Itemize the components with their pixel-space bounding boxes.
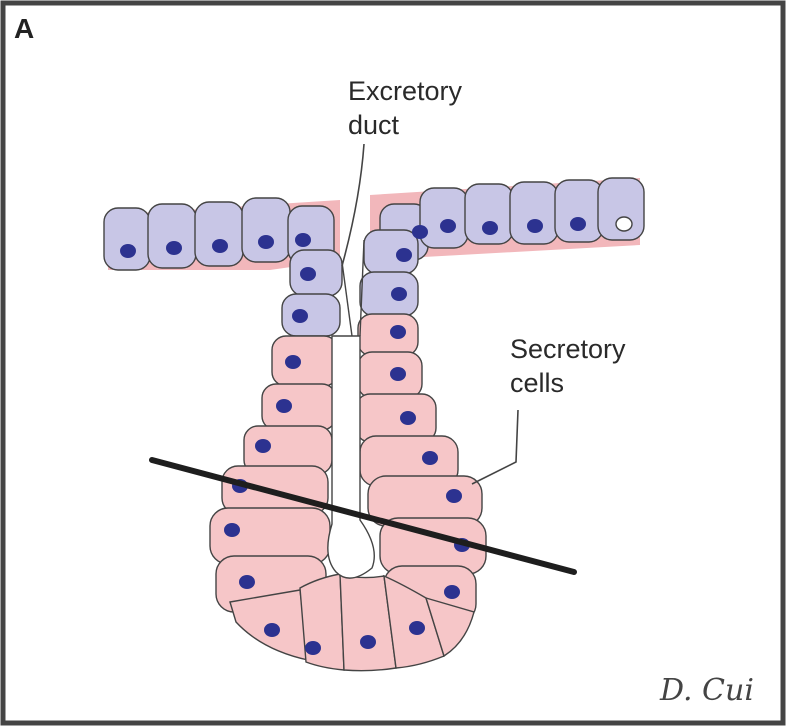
secretory-cells-label-line1: Secretory: [510, 334, 626, 364]
right-duct-epithelium: [359, 177, 645, 317]
gland-lumen: [327, 335, 375, 579]
duct-lumen-right: [359, 239, 365, 337]
nucleus: [527, 219, 543, 233]
secretory-cell: [261, 383, 337, 431]
nucleus: [390, 367, 406, 381]
nucleus: [224, 523, 240, 537]
section-plane-line: [149, 457, 577, 575]
nucleus: [120, 244, 136, 258]
secretory-cell: [357, 351, 423, 399]
duct-cell: [464, 183, 514, 245]
nucleus: [255, 439, 271, 453]
duct-cell: [359, 271, 419, 317]
nucleus: [360, 635, 376, 649]
duct-cell: [147, 203, 197, 269]
secretory-cell: [355, 393, 437, 443]
panel-letter: A: [14, 13, 34, 44]
nucleus: [295, 233, 311, 247]
nucleus: [400, 411, 416, 425]
nucleus: [396, 248, 412, 262]
nucleus: [264, 623, 280, 637]
duct-cell: [241, 197, 291, 263]
duct-cell: [554, 179, 604, 243]
nucleus: [444, 585, 460, 599]
duct-cell: [289, 249, 343, 297]
secretory-cell: [424, 596, 475, 658]
duct-cell: [281, 293, 341, 337]
nuclei: [120, 216, 633, 655]
duct-lumen-left: [341, 261, 353, 337]
nucleus: [300, 267, 316, 281]
nucleus: [390, 325, 406, 339]
nucleus: [212, 239, 228, 253]
artist-signature: D. Cui: [659, 673, 754, 708]
nucleus: [409, 621, 425, 635]
excretory-duct-pointer: [341, 143, 365, 267]
nucleus: [239, 575, 255, 589]
nucleus: [391, 287, 407, 301]
excretory-duct-label-line1: Excretory: [348, 76, 463, 106]
secretory-cell: [299, 573, 345, 671]
nucleus: [258, 235, 274, 249]
nucleus: [412, 225, 428, 239]
secretory-cell: [357, 313, 419, 357]
nucleus: [276, 399, 292, 413]
nucleus: [570, 217, 586, 231]
nucleus-outline: [615, 216, 633, 232]
left-duct-epithelium: [103, 197, 343, 337]
nucleus: [482, 221, 498, 235]
nucleus: [305, 641, 321, 655]
duct-cell: [509, 181, 559, 245]
duct-cell: [103, 207, 151, 271]
secretory-cell: [271, 335, 339, 387]
duct-cell: [194, 201, 244, 267]
nucleus: [440, 219, 456, 233]
nucleus: [166, 241, 182, 255]
duct-cell: [419, 187, 469, 249]
nucleus: [292, 309, 308, 323]
nucleus: [285, 355, 301, 369]
secretory-cells-pointer: [471, 409, 519, 485]
secretory-cells-label-line2: cells: [510, 368, 564, 398]
nucleus: [446, 489, 462, 503]
nucleus: [422, 451, 438, 465]
excretory-duct-label-line2: duct: [348, 110, 400, 140]
